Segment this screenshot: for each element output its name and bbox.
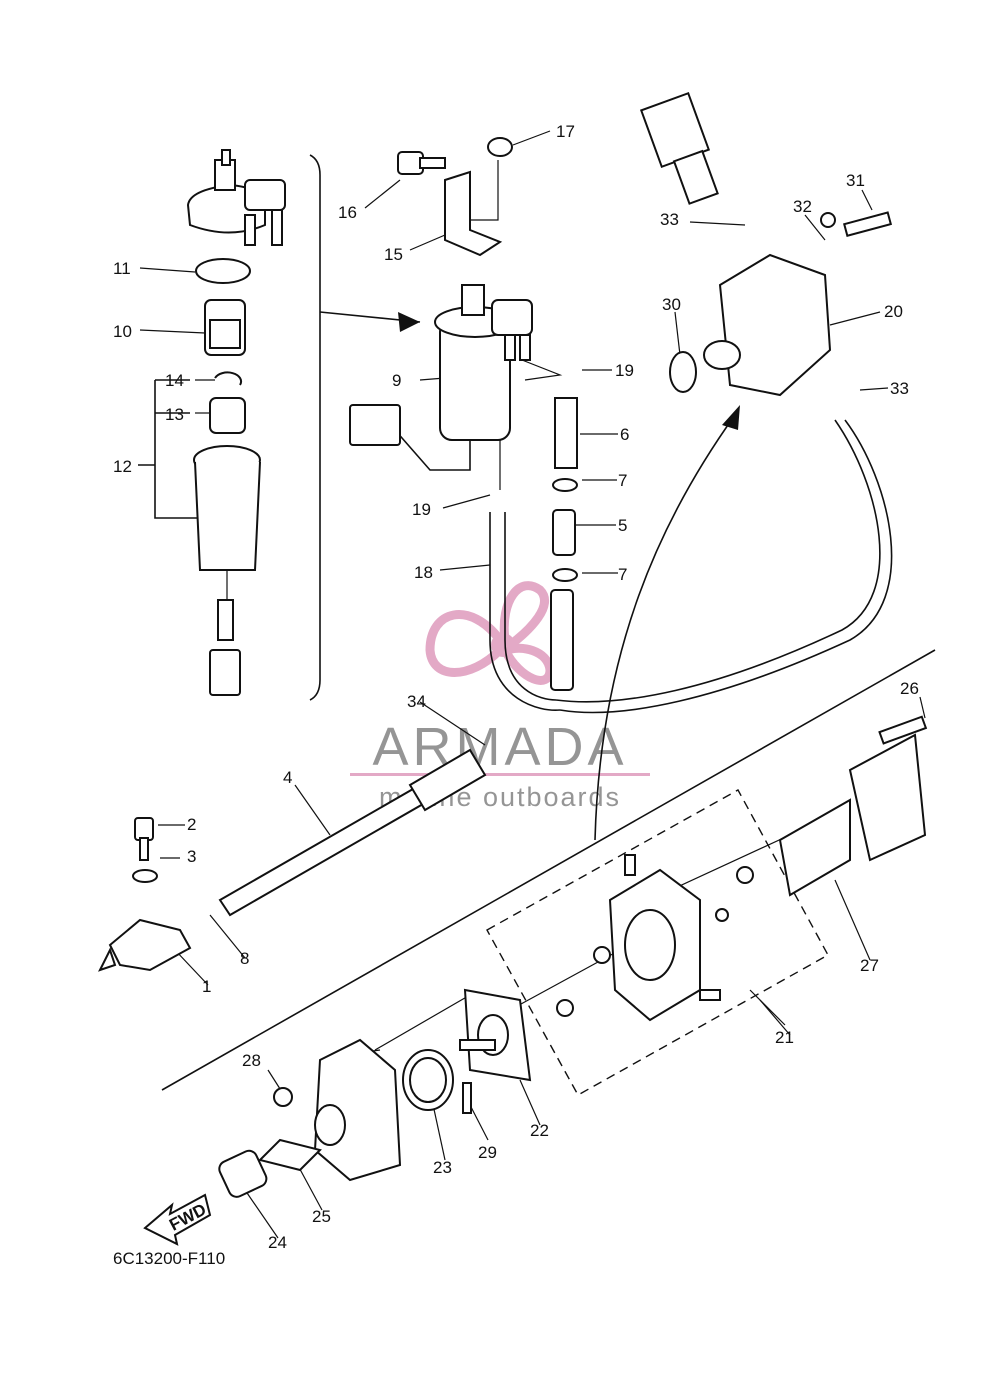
callout-labels: 1 2 3 4 5 6 7 7 8 9 10 11 12 13 14 15 16… bbox=[113, 122, 919, 1252]
callout-6: 6 bbox=[620, 425, 629, 444]
callout-33-lower: 33 bbox=[890, 379, 909, 398]
callout-7-lower: 7 bbox=[618, 565, 627, 584]
callout-33-upper: 33 bbox=[660, 210, 679, 229]
callout-3: 3 bbox=[187, 847, 196, 866]
callout-8: 8 bbox=[240, 949, 249, 968]
gasket-27-cover bbox=[778, 715, 928, 897]
leader-lines bbox=[138, 130, 936, 1239]
brand-underline bbox=[350, 773, 650, 776]
joint-1-bolt-2-washer-3 bbox=[98, 817, 192, 972]
bracket-15-bolt-16-nut-17 bbox=[397, 137, 513, 257]
armada-logo-watermark: ARMADA marine outboards bbox=[350, 581, 650, 812]
callout-10: 10 bbox=[113, 322, 132, 341]
callout-32: 32 bbox=[793, 197, 812, 216]
callout-23: 23 bbox=[433, 1158, 452, 1177]
propeller-logo-icon bbox=[425, 581, 555, 685]
diaphragm-22-spring-23-pin-29 bbox=[402, 988, 532, 1114]
brand-name: ARMADA bbox=[372, 717, 627, 777]
callout-20: 20 bbox=[884, 302, 903, 321]
callout-4: 4 bbox=[283, 768, 292, 787]
callout-34: 34 bbox=[407, 692, 426, 711]
pump-cover-plunger-24-25-nut-28 bbox=[218, 1038, 402, 1198]
callout-31: 31 bbox=[846, 171, 865, 190]
callout-27: 27 bbox=[860, 956, 879, 975]
fwd-arrow-icon: FWD bbox=[143, 1193, 212, 1246]
callout-12: 12 bbox=[113, 457, 132, 476]
callout-1: 1 bbox=[202, 977, 211, 996]
callout-25: 25 bbox=[312, 1207, 331, 1226]
callout-9: 9 bbox=[392, 371, 401, 390]
callout-13: 13 bbox=[165, 405, 184, 424]
callout-21: 21 bbox=[775, 1028, 794, 1047]
fuel-filter-9 bbox=[349, 284, 533, 471]
callout-5: 5 bbox=[618, 516, 627, 535]
callout-28: 28 bbox=[242, 1051, 261, 1070]
callout-18: 18 bbox=[414, 563, 433, 582]
callout-11: 11 bbox=[113, 259, 131, 278]
callout-19-upper: 19 bbox=[615, 361, 634, 380]
callout-24: 24 bbox=[268, 1233, 287, 1252]
fuel-filter-assembly-exploded bbox=[186, 149, 286, 696]
callout-30: 30 bbox=[662, 295, 681, 314]
callout-26: 26 bbox=[900, 679, 919, 698]
callout-22: 22 bbox=[530, 1121, 549, 1140]
pump-body-21 bbox=[556, 854, 754, 1022]
callout-15: 15 bbox=[384, 245, 403, 264]
callout-7-upper: 7 bbox=[618, 471, 627, 490]
callout-17: 17 bbox=[556, 122, 575, 141]
fuel-pump-20 bbox=[639, 91, 893, 397]
callout-2: 2 bbox=[187, 815, 196, 834]
callout-19-lower: 19 bbox=[412, 500, 431, 519]
callout-16: 16 bbox=[338, 203, 357, 222]
small-hoses-and-clips bbox=[550, 397, 578, 691]
pipe-4-and-fitting-34 bbox=[218, 748, 487, 917]
callout-14: 14 bbox=[165, 371, 184, 390]
drawing-code: 6C13200-F110 bbox=[113, 1249, 225, 1268]
callout-29: 29 bbox=[478, 1143, 497, 1162]
